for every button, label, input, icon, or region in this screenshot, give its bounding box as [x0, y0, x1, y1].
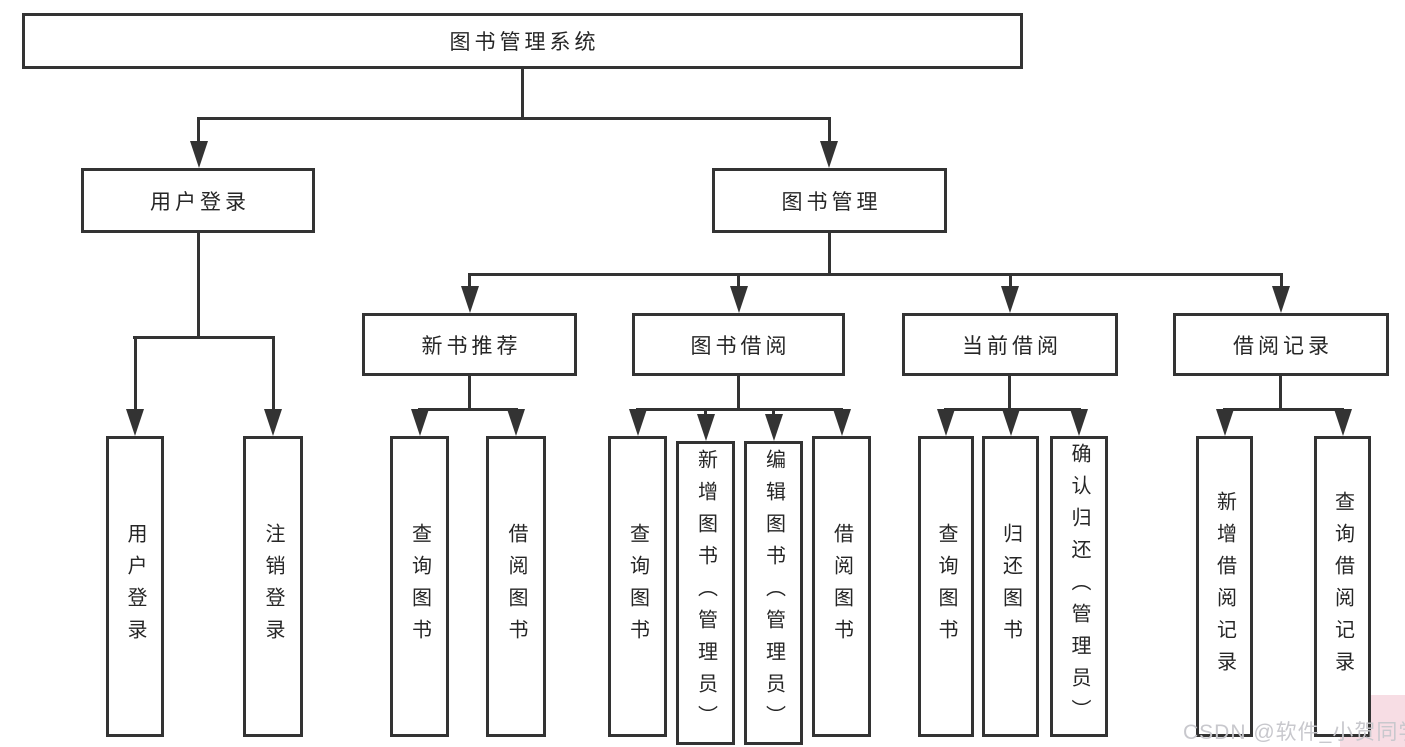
leaf-user-login: 用户登录 [106, 436, 164, 737]
connector-line [468, 273, 1283, 276]
leaf-label: 新增图书（管理员） [694, 449, 717, 737]
arrow-down-icon [1272, 286, 1290, 313]
connector-line [704, 408, 707, 416]
connector-line [197, 117, 831, 120]
arrow-down-icon [1216, 409, 1234, 436]
node-library-management-system: 图书管理系统 [22, 13, 1023, 69]
leaf-confirm-return-admin: 确认归还（管理员） [1050, 436, 1108, 737]
node-new-book-recommendation: 新书推荐 [362, 313, 577, 376]
connector-line [636, 408, 843, 411]
node-label: 图书管理系统 [449, 31, 600, 54]
leaf-query-books-recommend: 查询图书 [390, 436, 449, 737]
connector-line [1279, 376, 1282, 408]
arrow-down-icon [937, 409, 955, 436]
node-label: 新书推荐 [421, 334, 522, 358]
connector-line [272, 336, 275, 410]
node-label: 当前借阅 [962, 334, 1062, 358]
leaf-query-books-current: 查询图书 [918, 436, 974, 737]
node-current-borrowing: 当前借阅 [902, 313, 1118, 376]
arrow-down-icon [264, 409, 282, 436]
connector-line [772, 408, 775, 416]
connector-line [134, 336, 137, 410]
connector-line [1008, 376, 1011, 408]
leaf-label: 确认归还（管理员） [1068, 442, 1090, 731]
connector-line [828, 117, 831, 142]
connector-line [737, 376, 740, 408]
leaf-label: 新增借阅记录 [1213, 490, 1236, 683]
arrow-down-icon [1001, 286, 1019, 313]
leaf-label: 借阅图书 [505, 522, 527, 651]
leaf-label: 编辑图书（管理员） [762, 449, 785, 737]
arrow-down-icon [411, 409, 429, 436]
arrow-down-icon [1002, 409, 1020, 436]
leaf-query-borrow-record: 查询借阅记录 [1314, 436, 1371, 737]
node-user-login: 用户登录 [81, 168, 315, 233]
leaf-label: 借阅图书 [830, 522, 853, 651]
leaf-return-books: 归还图书 [982, 436, 1039, 737]
leaf-label: 查询图书 [408, 522, 431, 651]
connector-line [1009, 273, 1012, 287]
arrow-down-icon [820, 141, 838, 168]
leaf-label: 注销登录 [262, 522, 284, 651]
arrow-down-icon [461, 286, 479, 313]
connector-line [1223, 408, 1344, 411]
leaf-logout: 注销登录 [243, 436, 303, 737]
leaf-label: 用户登录 [124, 522, 146, 651]
connector-line [737, 273, 740, 287]
leaf-add-books-admin: 新增图书（管理员） [676, 441, 735, 745]
connector-line [1280, 273, 1283, 287]
leaf-label: 归还图书 [999, 522, 1022, 651]
node-borrowing-records: 借阅记录 [1173, 313, 1389, 376]
connector-line [828, 233, 831, 273]
node-label: 借阅记录 [1233, 334, 1333, 358]
leaf-query-books-borrow: 查询图书 [608, 436, 667, 737]
leaf-borrow-books-recommend: 借阅图书 [486, 436, 546, 737]
node-book-management: 图书管理 [712, 168, 947, 233]
connector-line [418, 408, 518, 411]
arrow-down-icon [765, 414, 783, 441]
arrow-down-icon [1070, 409, 1088, 436]
node-label: 图书借阅 [690, 334, 791, 358]
connector-line [133, 336, 275, 339]
connector-line [521, 69, 524, 117]
connector-line [468, 273, 471, 287]
leaf-label: 查询借阅记录 [1331, 490, 1354, 683]
arrow-down-icon [730, 286, 748, 313]
arrow-down-icon [190, 141, 208, 168]
leaf-add-borrow-record: 新增借阅记录 [1196, 436, 1253, 737]
connector-line [197, 233, 200, 336]
node-label: 用户登录 [150, 190, 250, 214]
arrow-down-icon [126, 409, 144, 436]
arrow-down-icon [833, 409, 851, 436]
leaf-label: 查询图书 [935, 522, 957, 651]
arrow-down-icon [1334, 409, 1352, 436]
leaf-label: 查询图书 [626, 522, 649, 651]
node-label: 图书管理 [781, 190, 882, 214]
arrow-down-icon [629, 409, 647, 436]
csdn-watermark: CSDN @软件_小贺同学 [1183, 721, 1405, 744]
connector-line [197, 117, 200, 142]
node-book-borrowing: 图书借阅 [632, 313, 845, 376]
arrow-down-icon [507, 409, 525, 436]
leaf-edit-books-admin: 编辑图书（管理员） [744, 441, 803, 745]
arrow-down-icon [697, 414, 715, 441]
leaf-borrow-books: 借阅图书 [812, 436, 871, 737]
connector-line [468, 376, 471, 408]
